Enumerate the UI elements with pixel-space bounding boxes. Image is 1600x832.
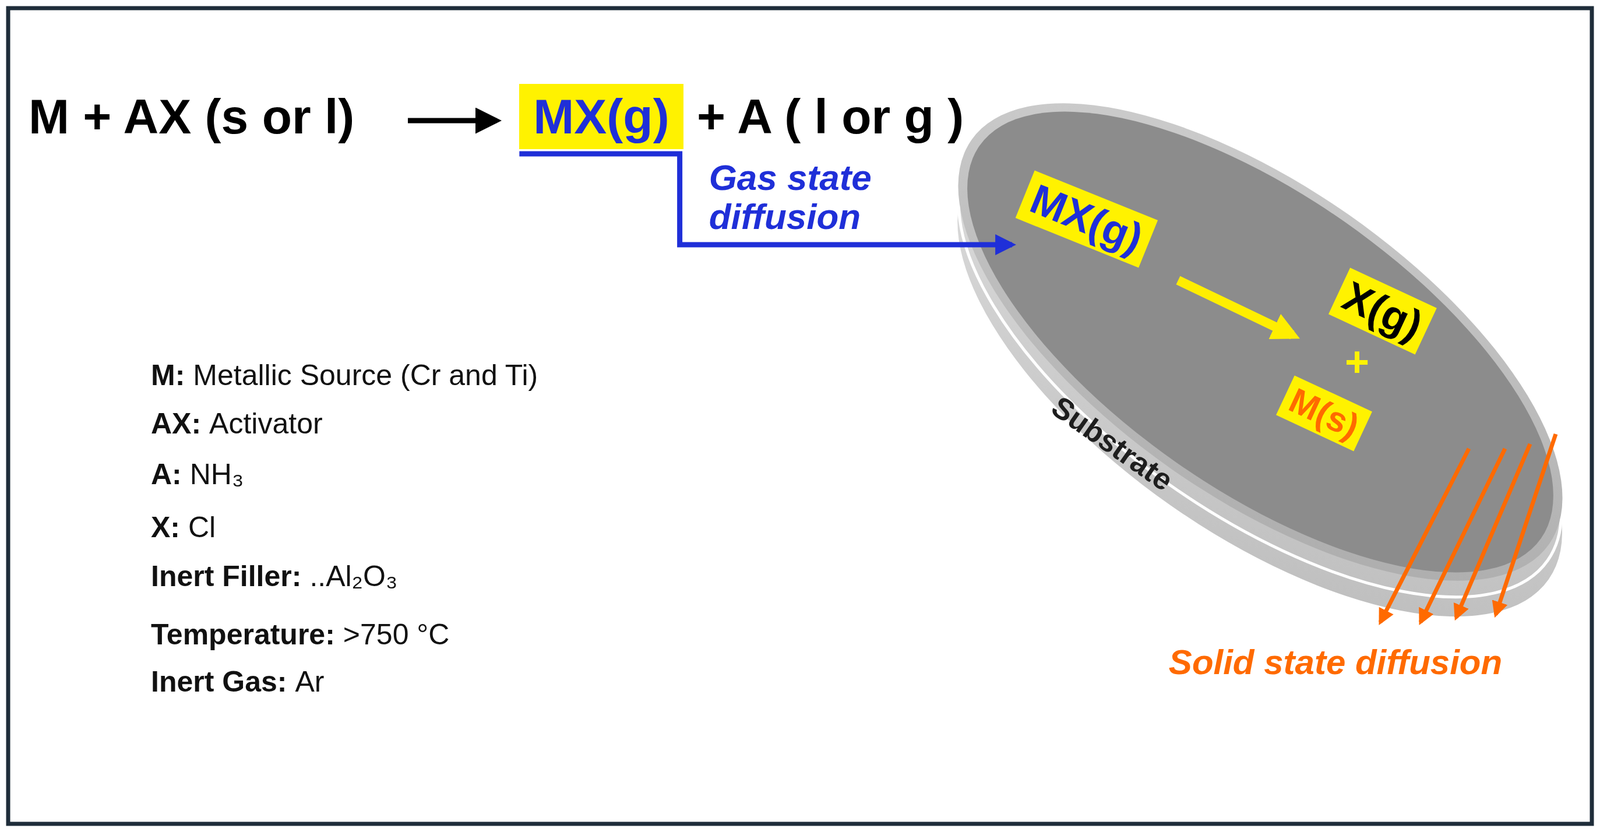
list-key: Inert Filler: [150,560,302,593]
connector-label: Gas state diffusion [709,158,902,237]
list-value: NH₃ [189,458,245,491]
diffusion-arrows [1380,434,1556,623]
diffusion-arrow [1456,443,1531,618]
list-key: A: [150,458,182,491]
disk-top [895,25,1600,659]
list-value: Activator [209,407,323,440]
diffusion-arrow [1495,434,1556,615]
list-value: Metallic Source (Cr and Ti) [192,359,538,392]
list-key: Inert Gas: [150,665,287,699]
reaction-arrow [1178,280,1293,336]
equation-text: + A ( l or g ) [696,89,964,144]
disk-rim [882,12,1600,672]
list-key: AX: [150,407,202,440]
reaction-arrow [407,118,497,124]
plus-sign: + [1344,339,1370,386]
list-value: Ar [294,665,324,699]
list-value: ..Al₂O₃ [309,560,398,593]
list-value: Cl [188,511,216,544]
formula-text: MX(g) [533,90,669,143]
diffusion-connector [519,153,1013,245]
equation-text: M + AX (s or l) [28,89,355,144]
highlight-box: MX(g) [519,83,683,150]
substrate-disk [865,12,1600,708]
list-key: Temperature: [150,618,336,651]
process-label: Solid state diffusion [1168,643,1503,682]
frame [8,8,1592,824]
list-key: X: [150,511,181,544]
list-value: >750 °C [343,618,450,651]
list-key: M: [150,359,185,392]
diffusion-arrow [1380,448,1469,623]
